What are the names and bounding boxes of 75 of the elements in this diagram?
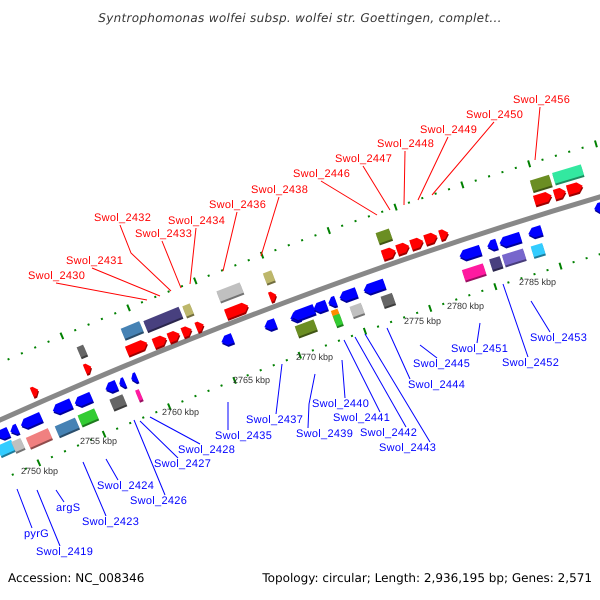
scale-label: 2780 kbp xyxy=(447,301,484,311)
leader-line xyxy=(162,240,182,288)
leader-line xyxy=(342,360,346,398)
leader-line xyxy=(134,420,166,496)
footer-text: Accession: NC_008346 xyxy=(8,573,144,583)
scale-label: 2755 kbp xyxy=(80,436,118,446)
leader-line xyxy=(150,416,200,444)
gene-label: Swol_2436 xyxy=(209,199,266,212)
gene-label: Swol_2450 xyxy=(466,109,524,122)
leader-line xyxy=(82,462,106,516)
leader-line xyxy=(534,106,540,160)
leader-line xyxy=(222,212,238,272)
leader-line xyxy=(260,196,280,256)
gene-label: Swol_2431 xyxy=(66,255,124,268)
gene-label: Swol_2451 xyxy=(451,343,508,356)
gene-label: Swol_2419 xyxy=(36,546,94,559)
footer-text: Topology: circular; Length: 2,936,195 bp; Genes: 2,571 xyxy=(262,573,592,583)
gene-label: Swol_2433 xyxy=(135,228,192,241)
gene-label: Swol_2439 xyxy=(296,428,354,441)
gene-label: Swol_2456 xyxy=(513,94,570,107)
leader-line xyxy=(16,488,32,528)
scale-label: 2785 kbp xyxy=(519,277,556,287)
scale-label: 2750 kbp xyxy=(21,466,58,476)
leader-line xyxy=(344,340,380,412)
gene-label: Swol_2430 xyxy=(28,270,86,283)
leader-line xyxy=(308,374,316,428)
scale-label: 2775 kbp xyxy=(404,316,442,326)
leader-line xyxy=(140,420,178,458)
gene-label: Swol_2427 xyxy=(154,458,212,471)
leader-line xyxy=(36,490,60,546)
gene-label: Swol_2446 xyxy=(293,168,350,181)
leader-line xyxy=(362,166,390,210)
leader-line xyxy=(354,336,406,428)
gene-label: Swol_2449 xyxy=(420,124,478,137)
gene-label: Swol_2441 xyxy=(333,412,390,425)
gene-label: Swol_2434 xyxy=(168,215,226,228)
gene-label: Swol_2452 xyxy=(502,357,560,370)
gene-label: Swol_2448 xyxy=(377,138,434,151)
scale-label: 2760 kbp xyxy=(162,407,200,417)
gene-label: pyrG xyxy=(24,528,50,541)
gene-label: Swol_2440 xyxy=(312,398,370,411)
leader-line xyxy=(364,334,430,442)
gene-label: Swol_2437 xyxy=(246,414,304,427)
leader-line xyxy=(418,136,448,200)
gene-label: Swol_2438 xyxy=(251,184,308,197)
leader-line xyxy=(432,122,494,196)
gene-label: Swol_2428 xyxy=(178,444,236,457)
gene-label: Swol_2435 xyxy=(215,430,272,443)
gene-label: Swol_2424 xyxy=(97,480,154,493)
scale-label: 2770 kbp xyxy=(296,352,334,362)
leader-line xyxy=(56,490,64,502)
leader-line xyxy=(476,322,480,344)
gene-label: Swol_2426 xyxy=(130,495,188,508)
leader-line xyxy=(502,284,528,358)
leader-line xyxy=(92,268,160,296)
leader-line xyxy=(190,228,196,284)
gene-label: Swol_2442 xyxy=(360,427,418,440)
leader-line xyxy=(530,300,550,332)
title: Syntrophomonas wolfei subsp. wolfei str. Goettingen, complet... xyxy=(97,10,503,27)
leader-line xyxy=(106,458,118,480)
gene-label: Swol_2447 xyxy=(335,153,392,166)
gene-label: Swol_2423 xyxy=(82,516,140,529)
leader-line xyxy=(386,328,410,380)
gene-label: Swol_2445 xyxy=(413,358,470,371)
gene-label: Swol_2453 xyxy=(530,332,588,345)
leader-line xyxy=(320,180,378,216)
leader-line xyxy=(56,282,148,300)
leader-line xyxy=(120,224,172,292)
gene-label: Swol_2432 xyxy=(94,212,152,225)
gene-label: argS xyxy=(56,502,80,515)
leader-line xyxy=(420,344,438,358)
gene-label: Swol_2443 xyxy=(379,442,436,455)
leader-line xyxy=(276,364,282,414)
gene-label: Swol_2444 xyxy=(408,379,466,392)
leader-line xyxy=(404,150,406,206)
